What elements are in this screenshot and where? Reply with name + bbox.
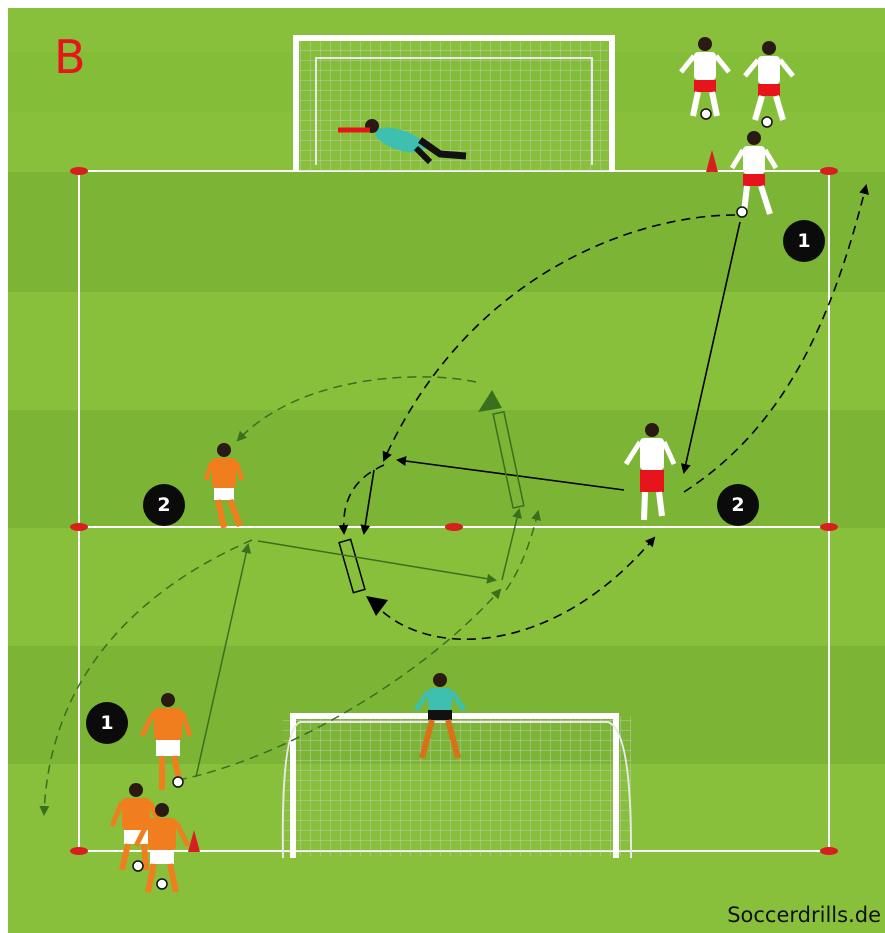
step-badge: 2 [717,484,759,526]
goal-icon [296,38,612,171]
step-badge: 1 [86,702,128,744]
watermark: Soccerdrills.de [727,903,881,927]
drill-label: B [54,34,86,80]
goal-icon [283,716,631,858]
drill-pitch [8,8,885,933]
step-badge: 2 [143,484,185,526]
step-badge: 1 [783,220,825,262]
